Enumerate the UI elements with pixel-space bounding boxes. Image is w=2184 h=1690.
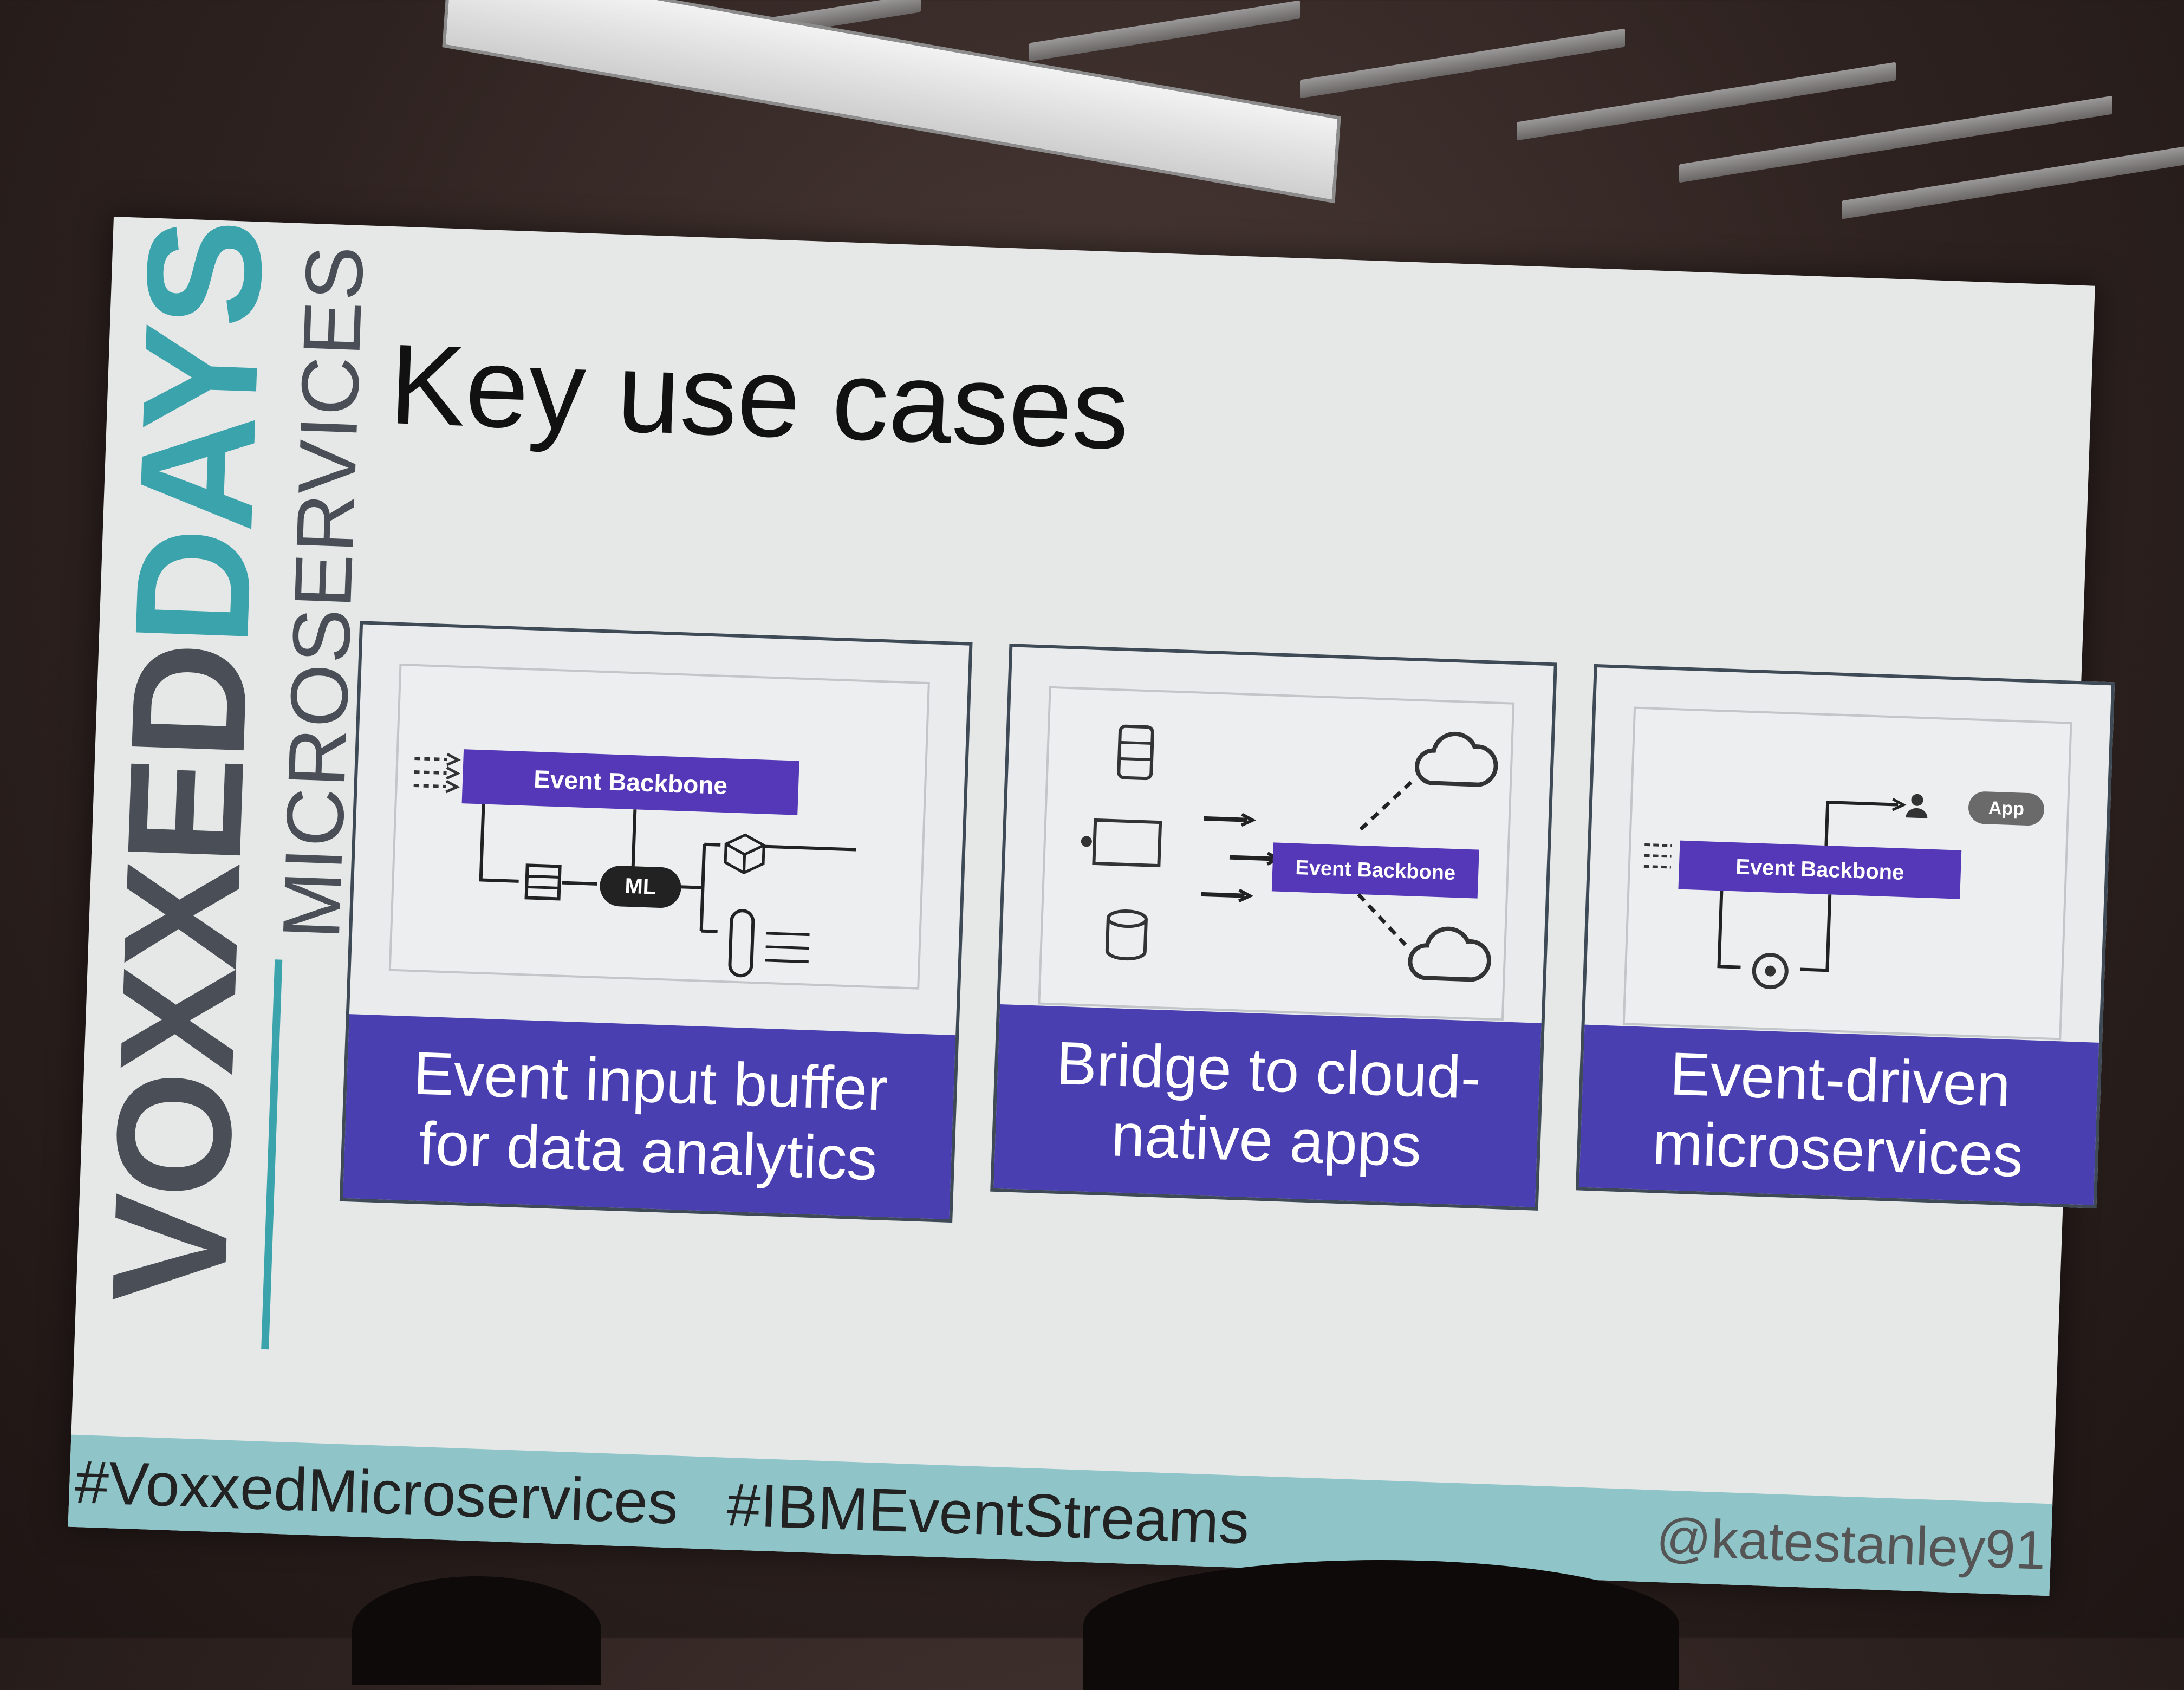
logo-brand: VOXXED (77, 642, 282, 1306)
server-icon (1117, 724, 1154, 781)
use-case-card-3: Event Backbone App Event-driven microser… (1575, 664, 2115, 1208)
arrow-right-icon (1201, 812, 1282, 902)
ceiling-slat (1029, 0, 1300, 62)
hashtag-voxxed: #VoxxedMicroservices (74, 1447, 680, 1537)
arrow-right-icon (1643, 843, 1672, 869)
flow-arrows (1824, 798, 1907, 846)
slide-footer: #VoxxedMicroservices #IBMEventStreams @ka… (68, 1434, 2053, 1596)
diagram-microservices: Event Backbone App (1622, 706, 2072, 1041)
server-icon (524, 863, 562, 901)
ml-badge: ML (599, 865, 682, 909)
hashtag-ibm: #IBMEventStreams (725, 1470, 1251, 1557)
card-caption: Event input buffer for data analytics (343, 1014, 956, 1219)
card-caption: Event-driven microservices (1579, 1024, 2100, 1205)
use-case-card-2: Event Backbone Bridge to cloud- native a… (990, 644, 1557, 1211)
ceiling-slat (1300, 28, 1625, 99)
card-caption: Bridge to cloud- native apps (993, 1004, 1542, 1207)
cube-icon (724, 833, 765, 875)
flow-arrows (479, 804, 856, 933)
cloud-icon (1408, 926, 1491, 982)
ceiling (0, 0, 2184, 227)
database-icon (728, 909, 810, 978)
person-icon (1906, 794, 1928, 818)
use-case-card-1: Event Backbone ML Event input buffer for… (339, 621, 973, 1223)
slide-title: Key use cases (387, 320, 1132, 473)
voxxed-days-logo: VOXXEDDAYS (77, 219, 296, 1306)
computer-icon (1081, 818, 1162, 868)
hashtags: #VoxxedMicroservices #IBMEventStreams (74, 1447, 1299, 1559)
diagram-analytics: Event Backbone ML (388, 663, 930, 990)
audience-head (352, 1576, 601, 1685)
projected-slide: VOXXEDDAYS MICROSERVICES Key use cases E… (68, 217, 2115, 1596)
audience-head (1083, 1560, 1679, 1690)
database-icon (1105, 909, 1148, 961)
ceiling-slat (1517, 62, 1896, 141)
twitter-handle: @katestanley91 (1655, 1506, 2047, 1581)
cloud-icon (1415, 731, 1498, 787)
arrow-right-icon (413, 752, 461, 794)
app-badge: App (1967, 791, 2045, 827)
diagram-cloud-bridge: Event Backbone (1038, 686, 1515, 1021)
loop-arrows (1717, 890, 1832, 972)
logo-days: DAYS (100, 218, 297, 648)
gear-icon (1752, 953, 1789, 990)
ceiling-slat (1842, 146, 2184, 219)
dashed-arrows (1357, 781, 1413, 946)
